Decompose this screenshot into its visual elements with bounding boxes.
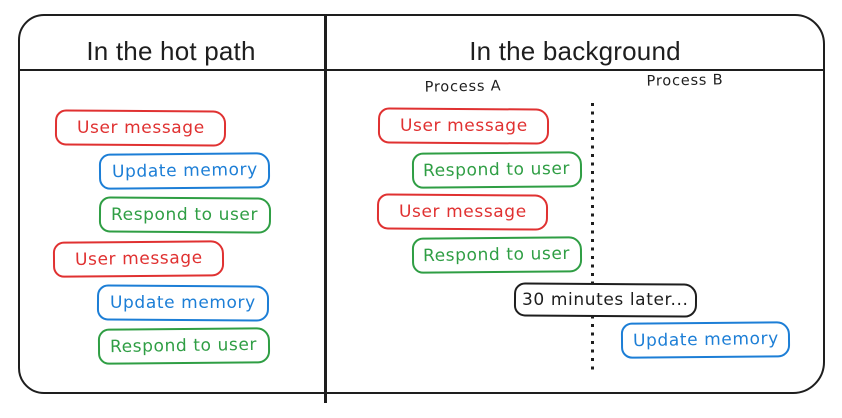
flow-box-label: Update memory: [110, 293, 256, 313]
flow-box-user-message: User message: [376, 193, 549, 231]
flow-box-user-message: User message: [54, 109, 227, 147]
process-b-label: Process B: [646, 72, 724, 90]
panel-divider-line: [324, 14, 327, 403]
flow-box-update-memory: Update memory: [96, 284, 270, 322]
flow-box-update-memory: Update memory: [98, 152, 271, 190]
flow-box-respond-to-user: Respond to user: [411, 236, 583, 274]
flow-box-label: Respond to user: [110, 334, 258, 358]
flow-box-label: Respond to user: [423, 158, 571, 182]
flow-box-label: User message: [398, 201, 527, 222]
flow-box-user-message: User message: [52, 240, 225, 278]
flow-box-user-message: User message: [377, 107, 550, 145]
flow-box-update-memory: Update memory: [620, 321, 791, 359]
flow-box-respond-to-user: Respond to user: [98, 196, 272, 234]
flow-box-label: Update memory: [111, 159, 258, 183]
flow-box-label: Update memory: [632, 328, 779, 352]
header-divider-line: [18, 68, 824, 71]
flow-box-respond-to-user: Respond to user: [411, 151, 583, 189]
process-separator-dotted-line: [591, 103, 594, 373]
flow-box-label: User message: [399, 115, 528, 136]
flow-box-label: Respond to user: [111, 204, 259, 225]
flow-box-label: Respond to user: [423, 243, 571, 267]
time-note-label: 30 minutes later...: [522, 290, 689, 310]
left-panel-title: In the hot path: [86, 36, 256, 66]
process-a-label: Process A: [424, 78, 502, 96]
flow-box-label: User message: [76, 117, 205, 138]
time-note-box: 30 minutes later...: [513, 282, 698, 318]
flow-box-label: User message: [74, 247, 203, 271]
right-panel-title: In the background: [469, 36, 681, 66]
flow-box-respond-to-user: Respond to user: [97, 327, 271, 365]
outer-frame: [18, 14, 825, 394]
